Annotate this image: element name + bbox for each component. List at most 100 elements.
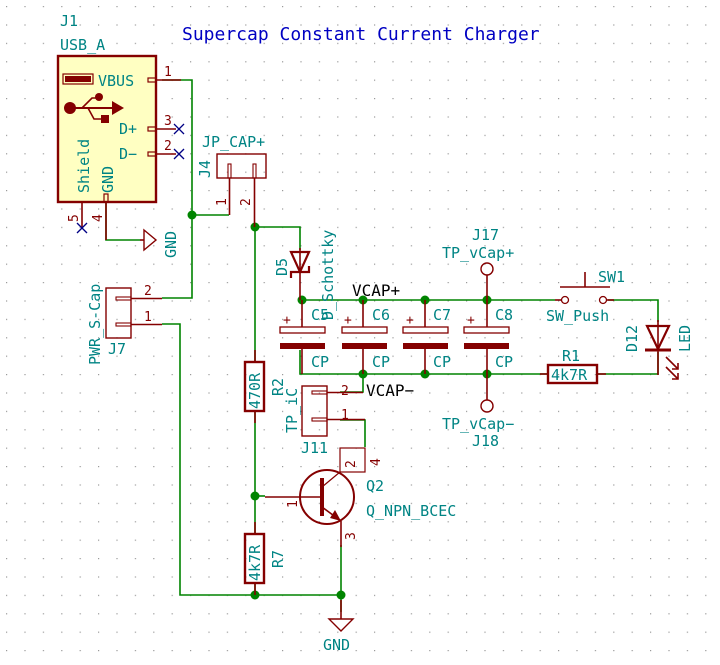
component-r7[interactable]: 4k7R R7 [243,522,287,595]
c8-value: CP [495,353,513,371]
junction [187,210,197,220]
r2-ref: R2 [269,378,287,396]
j7-value: PWR_S-Cap [86,284,104,365]
component-c7[interactable]: + C7 CP [402,300,451,374]
c8-ref: C8 [495,306,513,324]
j4-value: JP_CAP+ [202,133,265,151]
component-sw1-push[interactable]: SW1 SW_Push [546,268,625,325]
j4-pin1-number: 1 [215,198,230,206]
j1-pin1-number: 1 [164,65,172,80]
q2-pin3-number: 3 [344,532,359,540]
j17-ref: J17 [472,226,499,244]
j7-pin2-number: 2 [144,284,152,299]
d12-value: LED [676,325,694,352]
led-icon [645,324,671,352]
component-j17-test-point[interactable]: J17 TP_vCap+ [442,226,514,300]
component-r1[interactable]: R1 4k7R [540,347,606,385]
r1-ref: R1 [562,347,580,365]
j1-pin2-number: 2 [164,139,172,154]
d5-ref: D5 [273,258,291,276]
component-c5[interactable]: + C5 CP [279,300,329,374]
j18-value: TP_vCap− [442,415,514,433]
j1-pin-vbus-label: VBUS [98,72,134,90]
gnd-label-2: GND [323,636,350,654]
j1-ref: J1 [60,12,78,30]
wire-to-d5 [255,226,301,250]
c8-plus-sign: + [467,313,475,328]
d12-ref: D12 [623,325,641,352]
j4-pin2-number: 2 [239,198,254,206]
j11-pin2-number: 2 [341,384,349,399]
wire-vcap-minus [299,350,548,375]
r1-value: 4k7R [551,366,588,384]
gnd-symbol-1: GND [140,228,180,258]
c7-plus-sign: + [406,313,414,328]
gnd-symbol-2: GND [323,600,355,654]
j7-pin1-number: 1 [144,310,152,325]
c7-ref: C7 [433,306,451,324]
j7-body [105,287,132,339]
junction [336,590,346,600]
component-r2[interactable]: 470R R2 [243,350,287,423]
q2-pin4-number: 4 [369,458,384,466]
j1-pin4-number: 4 [91,214,106,222]
wire-sw-led [608,299,659,322]
r2-value: 470R [246,372,264,409]
component-j11-tp-ic[interactable]: TP_iC J11 2 1 [283,384,365,457]
no-connect-icon [76,123,185,234]
switch-icon [560,295,570,305]
j11-value: TP_iC [283,388,301,433]
gnd-label-1: GND [162,231,180,258]
r7-value: 4k7R [246,544,264,581]
net-label-vcap-minus: VCAP− [366,381,414,400]
c5-value: CP [311,353,329,371]
j1-pin-shield-label: Shield [75,139,93,193]
c5-plus-sign: + [283,313,291,328]
q2-pin1-number: 1 [286,500,301,508]
component-j4-jp-cap-plus[interactable]: JP_CAP+ J4 1 2 [196,133,267,227]
sw1-ref: SW1 [598,268,625,286]
c6-ref: C6 [372,306,390,324]
q2-pin2-number: 2 [344,460,359,468]
diode-icon [289,250,311,275]
c6-plus-sign: + [344,313,352,328]
net-label-vcap-plus: VCAP+ [352,281,400,300]
j1-pin-dp-label: D+ [119,120,137,138]
usb-icon [62,73,124,123]
component-c6[interactable]: + C6 CP [341,300,390,374]
component-q2-npn[interactable]: 2 4 1 3 Q2 Q_NPN_BCEC [265,447,456,547]
j1-pin3-number: 3 [164,114,172,129]
j7-ref: J7 [108,340,126,358]
j1-pin5-number: 5 [67,214,82,222]
j11-pin1-number: 1 [341,408,349,423]
component-d12-led[interactable]: D12 LED [623,320,694,380]
component-j18-test-point[interactable]: TP_vCap− J18 [442,374,514,450]
j17-value: TP_vCap+ [442,244,514,262]
r7-ref: R7 [269,550,287,568]
component-c8[interactable]: + C8 CP [463,300,513,374]
d5-value: D_Schottky [319,230,337,320]
wire-j7-pin1 [162,323,341,596]
ground-icon [143,228,158,252]
j1-pin-dm-label: D− [119,145,137,163]
j11-ref: J11 [301,439,328,457]
c6-value: CP [372,353,390,371]
component-d5-schottky[interactable]: D5 D_Schottky [273,230,337,320]
junction [250,491,260,501]
component-j1-usb-a[interactable]: J1 USB_A VBUS D+ D− Shield GND 1 3 [56,12,185,240]
light-emission-icon [665,356,679,380]
test-point-icon [480,399,494,413]
sw1-value: SW_Push [546,307,609,325]
j4-body [216,153,267,179]
schematic-title: Supercap Constant Current Charger [182,24,540,45]
q2-ref: Q2 [366,477,384,495]
component-j7-pwr-s-cap[interactable]: PWR_S-Cap J7 2 1 [86,284,162,365]
j18-ref: J18 [472,432,499,450]
j1-pin-gnd-label: GND [99,166,117,193]
c5-ref: C5 [311,306,329,324]
j4-ref: J4 [196,160,214,178]
q2-value: Q_NPN_BCEC [366,502,456,520]
j1-value: USB_A [60,36,105,54]
